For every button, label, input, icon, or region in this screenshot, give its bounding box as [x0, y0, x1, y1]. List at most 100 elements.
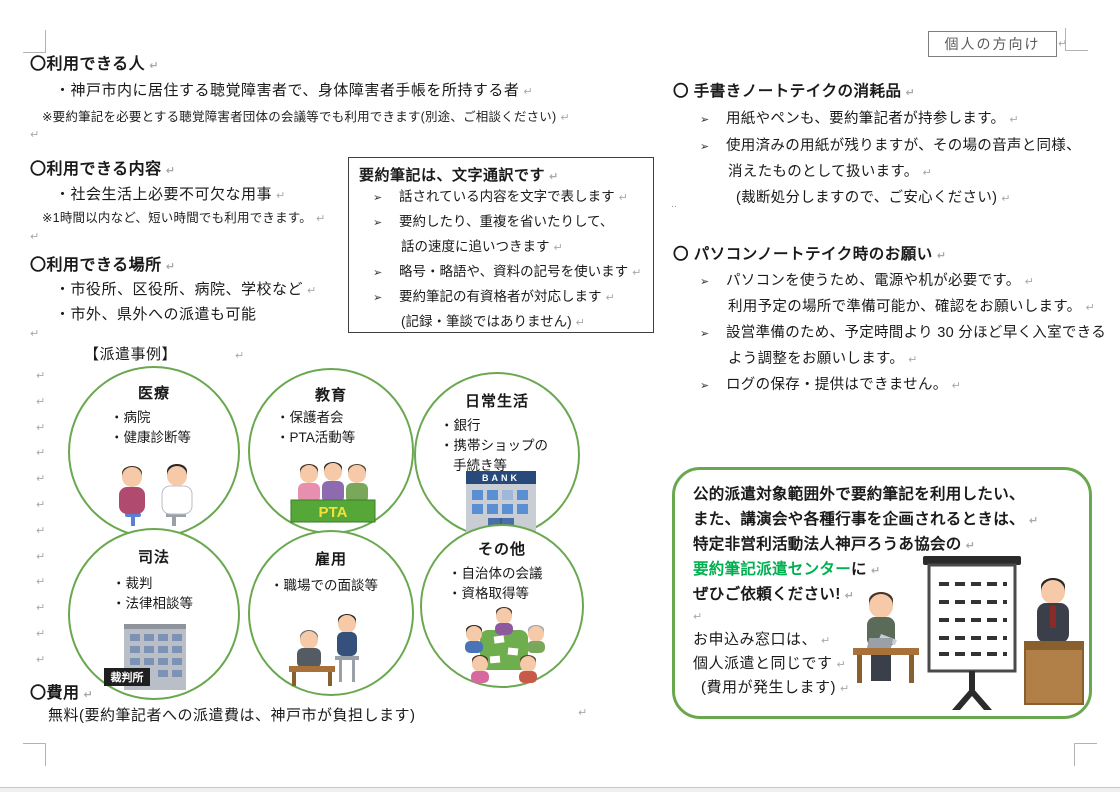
- usable-content-note: ※1時間以内など、短い時間でも利用できます。↵: [42, 211, 326, 225]
- circle-education: 教育 ・保護者会 ・PTA活動等 PTA: [248, 368, 414, 534]
- audience-label-text: 個人の方向け: [944, 36, 1041, 52]
- paragraph-mark: ↵: [36, 395, 46, 408]
- doctor-patient-illustration: [119, 464, 193, 526]
- section-usable-content-title: 〇利用できる内容↵: [30, 161, 176, 178]
- paragraph-mark: ↵: [523, 86, 534, 98]
- circle-items: ・銀行 ・携帯ショップの 手続き等: [440, 416, 548, 476]
- paragraph-mark: ↵: [821, 635, 831, 647]
- pc-line: ➢ログの保存・提供はできません。↵: [700, 377, 962, 393]
- paragraph-mark: ↵: [553, 242, 563, 254]
- paragraph-mark: ↵: [36, 498, 46, 511]
- bank-sign-text: BANK: [482, 473, 520, 483]
- info-box-line: ➢話されている内容を文字で表します↵: [359, 185, 647, 210]
- paragraph-mark: ↵: [836, 659, 847, 671]
- circle-judicial: 司法 ・裁判 ・法律相談等 裁判所: [68, 528, 240, 700]
- paragraph-mark: ↵: [951, 380, 962, 392]
- paragraph-mark: ↵: [30, 328, 40, 340]
- paragraph-mark: ↵: [36, 447, 46, 460]
- paragraph-mark: ↵: [36, 653, 46, 666]
- paragraph-mark: ↵: [549, 171, 559, 183]
- referral-line-4: 要約筆記派遣センターに↵: [693, 561, 881, 578]
- paragraph-mark: ↵: [307, 285, 317, 297]
- circle-item: ・職場での面談等: [270, 578, 378, 593]
- referral-line-5: ぜひご依頼ください!↵: [693, 586, 855, 603]
- handwritten-line: ➢用紙やペンも、要約筆記者が持参します。↵: [700, 111, 1019, 127]
- circle-medical: 医療 ・病院 ・健康診断等: [68, 366, 240, 538]
- paragraph-mark: ↵: [36, 370, 46, 382]
- paragraph-mark: ↵: [36, 602, 46, 615]
- circle-item: 手続き等: [453, 458, 507, 473]
- info-box-line: ➢要約したり、重複を省いたりして、: [359, 210, 647, 235]
- center-name-highlight: 要約筆記派遣センター: [693, 561, 852, 578]
- courthouse-illustration: 裁判所: [104, 624, 186, 690]
- referral-line-2: また、講演会や各種行事を企画されるときは、↵: [693, 511, 1039, 528]
- summary-writing-info-box: 要約筆記は、文字通訳です↵ ➢話されている内容を文字で表します↵ ➢要約したり、…: [348, 157, 654, 333]
- circle-items: ・裁判 ・法律相談等: [112, 574, 193, 614]
- paragraph-mark: ↵: [30, 129, 40, 141]
- info-box-line: 話の速度に追いつきます↵: [401, 239, 563, 254]
- section-cost-title: 〇費用↵: [30, 685, 94, 702]
- arrow-bullet-icon: ➢: [700, 328, 710, 340]
- usable-people-bullet: ・神戸市内に居住する聴覚障害者で、身体障害者手帳を所持する者↵: [55, 82, 534, 99]
- circle-title: 司法: [137, 549, 170, 566]
- paragraph-mark: ↵: [632, 267, 642, 279]
- circle-title: 教育: [314, 387, 347, 404]
- handwritten-line: ➢使用済みの用紙が残りますが、その場の音声と同様、: [700, 138, 1081, 154]
- courthouse-sign-text: 裁判所: [111, 670, 144, 684]
- circle-item: ・PTA活動等: [276, 430, 356, 445]
- circle-item: ・資格取得等: [448, 586, 529, 601]
- paragraph-mark: ↵: [908, 354, 918, 366]
- pc-line: 利用予定の場所で準備可能か、確認をお願いします。↵: [728, 299, 1095, 315]
- section-usable-place-title: 〇利用できる場所↵: [30, 257, 176, 274]
- section-pc-title: 〇 パソコンノートテイク時のお願い↵: [673, 246, 947, 263]
- paragraph-mark: ↵: [922, 167, 933, 179]
- pc-line: ➢設営準備のため、予定時間より 30 分ほど早く入室できる: [700, 325, 1107, 341]
- paragraph-mark: ↵: [276, 190, 286, 202]
- paragraph-mark: ↵: [965, 540, 976, 552]
- paragraph-mark: ↵: [1058, 38, 1068, 50]
- referral-contact-line-3: (費用が発生します)↵: [701, 679, 850, 696]
- paragraph-mark: ↵: [618, 192, 628, 204]
- circle-daily-life: 日常生活 ・銀行 ・携帯ショップの 手続き等 BANK: [414, 372, 580, 538]
- circle-items: ・病院 ・健康診断等: [110, 408, 191, 448]
- pc-line: よう調整をお願いします。↵: [728, 351, 918, 367]
- info-box-line: ➢要約筆記の有資格者が対応します↵: [359, 285, 647, 310]
- paragraph-mark: ↵: [36, 524, 46, 537]
- circle-title: 雇用: [314, 551, 347, 568]
- circle-item: ・保護者会: [276, 410, 344, 425]
- paragraph-mark: ↵: [578, 707, 588, 719]
- corner-mark-top-left: [23, 30, 46, 53]
- usable-people-note: ※要約筆記を必要とする聴覚障害者団体の会議等でも利用できます(別途、ご相談くださ…: [42, 110, 570, 124]
- circle-items: ・職場での面談等: [270, 576, 378, 596]
- paragraph-mark: ↵: [36, 576, 46, 589]
- handwritten-line: (裁断処分しますので、ご安心ください)↵: [736, 190, 1011, 206]
- corner-mark-top-right: [1065, 28, 1088, 51]
- paragraph-mark: ↵: [693, 611, 703, 623]
- usable-content-bullet: ・社会生活上必要不可欠な用事↵: [55, 186, 286, 203]
- circle-item: ・銀行: [440, 418, 481, 433]
- circle-item: ・法律相談等: [112, 596, 193, 611]
- arrow-bullet-icon: ➢: [700, 114, 710, 126]
- circle-item: ・自治体の会議: [448, 566, 543, 581]
- presentation-illustration: [853, 556, 1084, 710]
- paragraph-mark: ↵: [165, 261, 176, 273]
- arrow-bullet-icon: ➢: [373, 267, 383, 279]
- arrow-bullet-icon: ➢: [373, 292, 383, 304]
- paragraph-mark: ↵: [83, 689, 94, 701]
- paragraph-mark: ↵: [936, 250, 947, 262]
- dispatch-examples-label: 【派遣事例】↵: [84, 346, 245, 363]
- paragraph-mark: ↵: [1085, 302, 1095, 314]
- referral-box: 公的派遣対象範囲外で要約筆記を利用したい、 また、講演会や各種行事を企画されると…: [672, 467, 1092, 719]
- circle-item: ・裁判: [112, 576, 153, 591]
- arrow-bullet-icon: ➢: [700, 141, 710, 153]
- paragraph-mark: ↵: [560, 112, 570, 124]
- pta-group-illustration: PTA: [290, 462, 376, 523]
- info-box-line: (記録・筆談ではありません)↵: [401, 314, 585, 329]
- pc-line: ➢パソコンを使うため、電源や机が必要です。↵: [700, 273, 1035, 289]
- info-box-line: ➢略号・略語や、資料の記号を使います↵: [359, 260, 647, 285]
- arrow-bullet-icon: ➢: [373, 192, 383, 204]
- circle-item: ・携帯ショップの: [440, 438, 548, 453]
- pta-sign-text: PTA: [319, 504, 348, 521]
- paragraph-mark: ↵: [1028, 515, 1039, 527]
- paragraph-mark: ↵: [870, 565, 881, 577]
